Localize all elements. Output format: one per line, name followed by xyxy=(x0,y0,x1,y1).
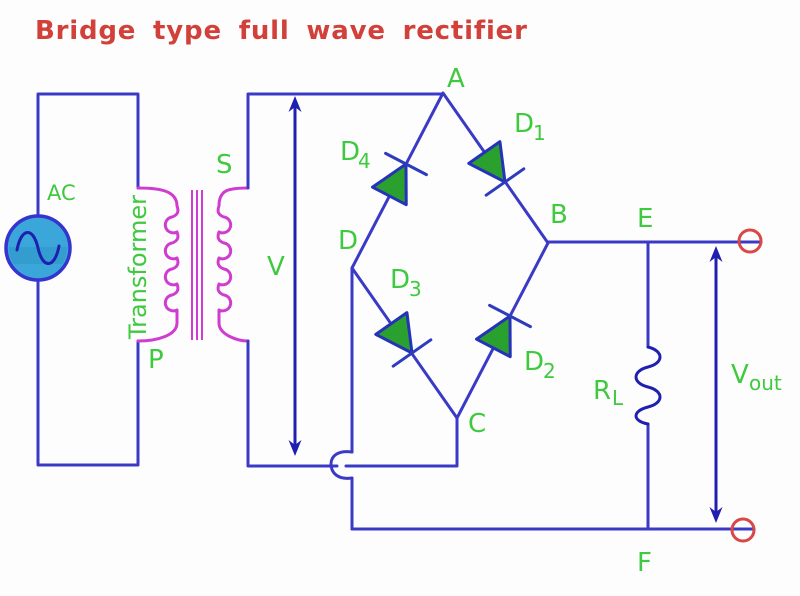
diode-d1-triangle xyxy=(467,140,507,184)
diode-d3-label: D3 xyxy=(390,265,422,301)
diode-d3-triangle xyxy=(374,311,414,355)
diode-d2 xyxy=(475,303,532,359)
diode-d1-cathode-bar xyxy=(484,167,526,197)
diode-d4-label: D4 xyxy=(340,137,371,173)
diode-d3 xyxy=(374,311,433,368)
transformer-core-lines xyxy=(191,190,203,340)
ac-source xyxy=(4,214,72,282)
output-voltage-label: Vout xyxy=(731,360,782,395)
transformer-secondary-coil xyxy=(216,186,250,343)
transformer-label: Transformer xyxy=(124,195,152,340)
output-voltage-arrow xyxy=(709,246,723,523)
diode-d4 xyxy=(371,151,428,207)
transformer-primary-coil xyxy=(136,186,180,343)
primary-terminal-label: P xyxy=(148,345,164,375)
node-e-label: E xyxy=(637,204,653,234)
diode-d4-triangle xyxy=(371,162,408,207)
secondary-terminal-label: S xyxy=(216,150,233,180)
load-resistor-label: RL xyxy=(593,376,624,410)
node-b-label: B xyxy=(550,200,568,230)
diagram-title: Bridge type full wave rectifier xyxy=(35,16,528,46)
node-c-label: C xyxy=(468,409,486,439)
load-resistor xyxy=(634,345,662,426)
secondary-wires xyxy=(246,92,459,468)
sine-wave-icon xyxy=(15,231,61,265)
diode-d2-cathode-bar xyxy=(488,303,532,329)
node-a-label: A xyxy=(447,64,465,94)
diode-d2-triangle xyxy=(475,314,512,359)
diode-d4-cathode-bar xyxy=(384,151,428,177)
primary-loop-wires xyxy=(36,92,140,467)
negative-terminal xyxy=(730,517,756,543)
diode-d2-label: D2 xyxy=(524,347,556,383)
positive-terminal xyxy=(737,228,763,254)
node-d-label: D xyxy=(338,226,358,256)
secondary-voltage-arrow xyxy=(288,96,302,456)
diode-d1 xyxy=(467,140,526,197)
node-d-drop-wire xyxy=(329,266,354,531)
ac-source-label: AC xyxy=(47,181,76,205)
transformer xyxy=(136,186,250,343)
bridge-diamond-wires xyxy=(350,91,550,420)
output-rails xyxy=(350,240,763,531)
diode-d3-cathode-bar xyxy=(391,338,433,368)
node-f-label: F xyxy=(637,548,652,578)
secondary-voltage-label: V xyxy=(267,252,285,282)
wire-crossover-hop xyxy=(329,450,354,480)
diode-d1-label: D1 xyxy=(514,109,546,145)
